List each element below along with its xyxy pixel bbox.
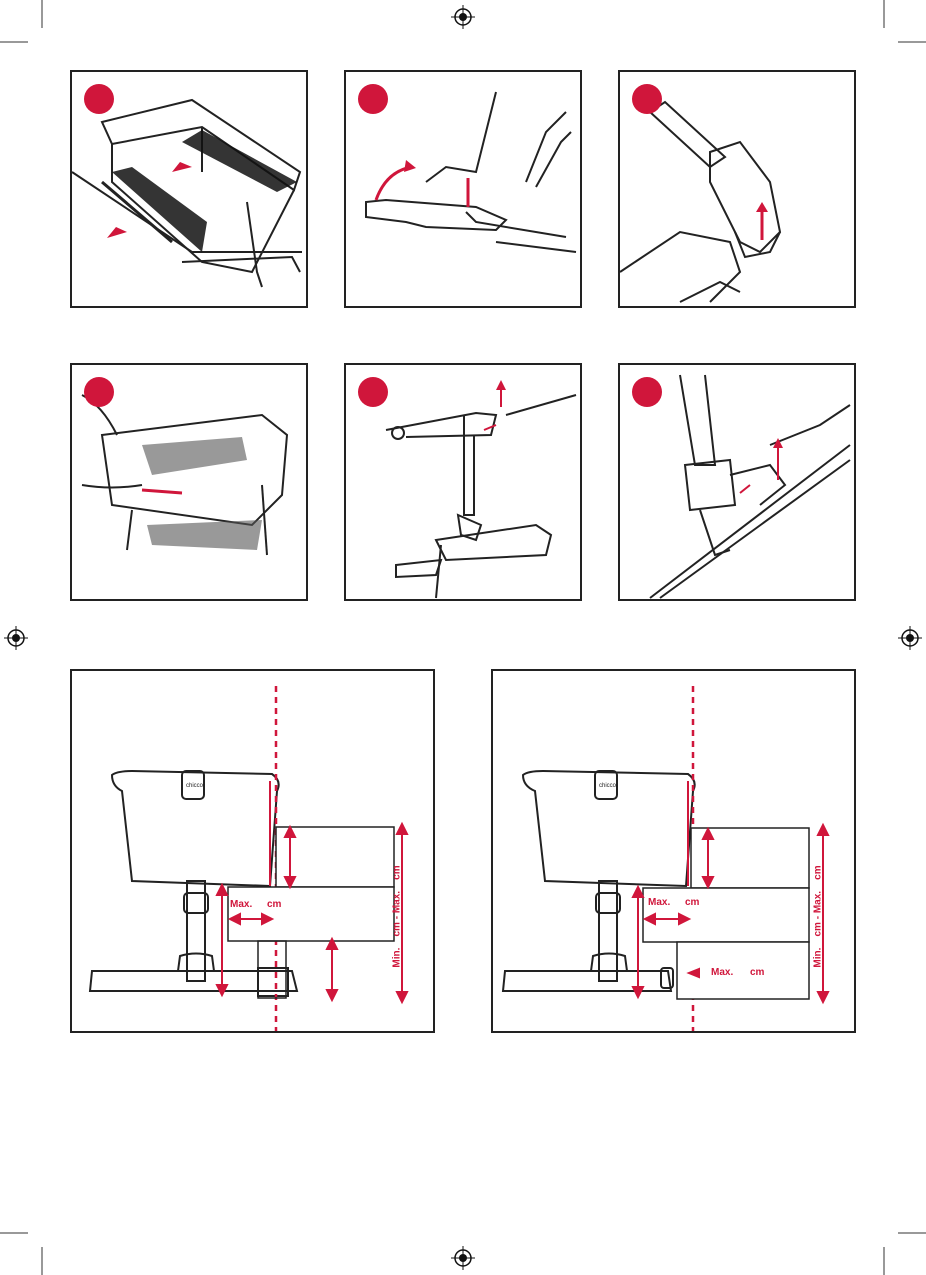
- step-panel-2: [344, 70, 582, 308]
- bassinet-side-elevation-left: chicco: [72, 671, 433, 1031]
- bassinet-side-elevation-right: chicco: [493, 671, 854, 1031]
- registration-mark-left: [4, 626, 28, 650]
- step-marker-6: [632, 377, 662, 407]
- height-diagram-right: chicco Max. cm Max. cm Min. cm - Max. cm: [491, 669, 856, 1033]
- cm-label-lower: cm: [750, 967, 764, 978]
- step-panel-3: [618, 70, 856, 308]
- height-range-label: Min. cm - Max. cm: [392, 865, 403, 967]
- svg-text:chicco: chicco: [186, 783, 204, 789]
- registration-mark-top: [451, 5, 475, 29]
- step-panel-1: [70, 70, 308, 308]
- step-panel-4: [70, 363, 308, 601]
- step-marker-3: [632, 84, 662, 114]
- step-marker-1: [84, 84, 114, 114]
- cm-label: cm: [685, 897, 699, 908]
- cm-label: cm: [267, 899, 281, 910]
- registration-mark-bottom: [451, 1246, 475, 1270]
- registration-mark-right: [898, 626, 922, 650]
- step-marker-4: [84, 377, 114, 407]
- svg-text:chicco: chicco: [599, 783, 617, 789]
- step-marker-2: [358, 84, 388, 114]
- height-diagram-left: chicco Max. cm Min. cm - Max. cm: [70, 669, 435, 1033]
- step-marker-5: [358, 377, 388, 407]
- step-panel-5: [344, 363, 582, 601]
- max-label: Max.: [648, 897, 670, 908]
- max-label: Max.: [230, 899, 252, 910]
- height-range-label: Min. cm - Max. cm: [813, 865, 824, 967]
- step-panel-6: [618, 363, 856, 601]
- max-label-lower: Max.: [711, 967, 733, 978]
